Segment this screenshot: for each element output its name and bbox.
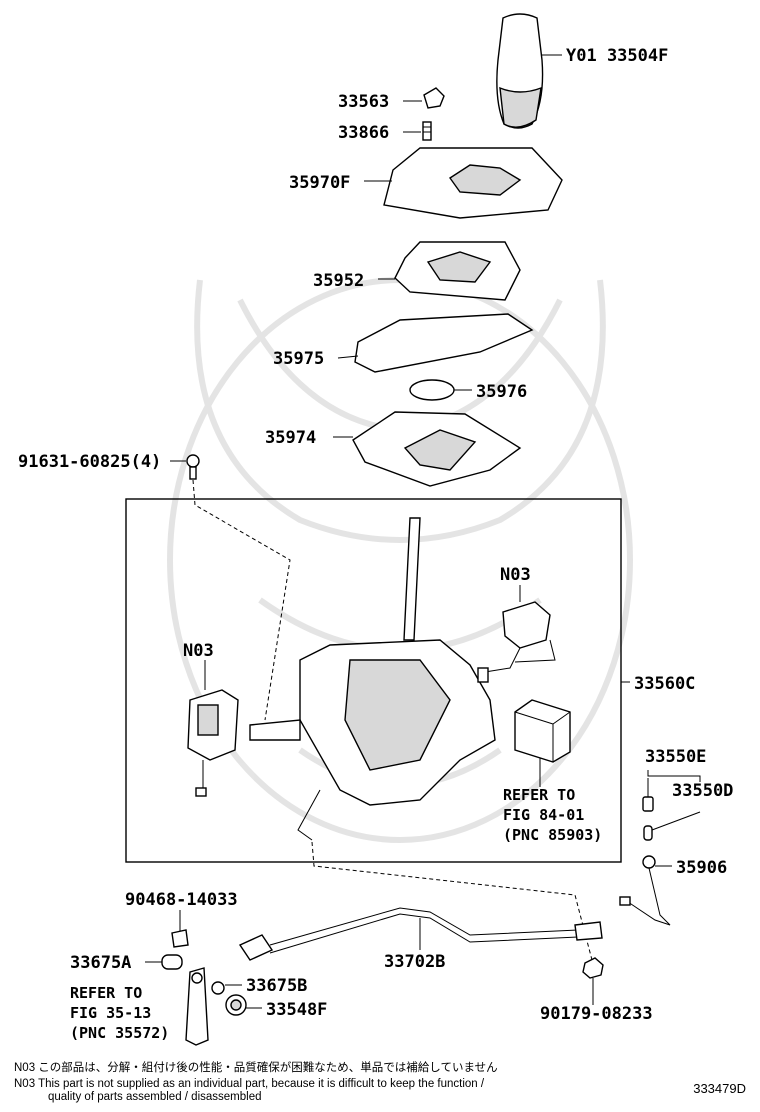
part-label: 33702B: [384, 952, 445, 972]
bushing-b[interactable]: [211, 981, 225, 995]
grommet[interactable]: [225, 994, 247, 1016]
cable[interactable]: [619, 855, 671, 926]
footnote-en-2: quality of parts assembled / disassemble…: [48, 1091, 262, 1103]
part-label: 33560C: [634, 674, 695, 694]
part-label: 90179-08233: [540, 1004, 653, 1024]
nut[interactable]: [582, 957, 604, 979]
ref-line: REFER TO FIG 84-01 (PNC 85903): [503, 786, 602, 844]
shift-knob[interactable]: [496, 13, 544, 129]
part-label: 33548F: [266, 1000, 327, 1020]
shift-lock-solenoid[interactable]: [187, 689, 239, 797]
position-switch[interactable]: [477, 601, 556, 683]
bolt[interactable]: [186, 454, 200, 480]
part-label: 35970F: [289, 173, 350, 193]
part-label: 35975: [273, 349, 324, 369]
part-label: 33550D: [672, 781, 733, 801]
footnote-jp: N03 この部品は、分解・組付け後の性能・品質確保が困難なため、単品では補給して…: [14, 1062, 498, 1074]
part-label: 33550E: [645, 747, 706, 767]
bushing[interactable]: [642, 796, 654, 812]
part-label: 35976: [476, 382, 527, 402]
part-label: 33675B: [246, 976, 307, 996]
part-label: 33563: [338, 92, 389, 112]
part-label: 35952: [313, 271, 364, 291]
diagram-code: 333479D: [693, 1081, 746, 1096]
washer-plate[interactable]: [409, 379, 455, 401]
pin[interactable]: [643, 825, 653, 841]
part-label: Y01 33504F: [566, 46, 668, 66]
part-label: 90468-14033: [125, 890, 238, 910]
bushing-a[interactable]: [161, 954, 183, 970]
part-label: 35974: [265, 428, 316, 448]
control-module[interactable]: [514, 699, 571, 763]
clip[interactable]: [423, 87, 445, 109]
slide-plate[interactable]: [354, 313, 534, 373]
footnote-en-1: N03 This part is not supplied as an indi…: [14, 1078, 485, 1090]
part-label: 91631-60825(4): [18, 452, 161, 472]
indicator-housing[interactable]: [383, 147, 563, 219]
transmission-lever[interactable]: [185, 967, 209, 1046]
part-label: N03: [500, 565, 531, 585]
clip-small[interactable]: [171, 929, 189, 948]
part-label: 33675A: [70, 953, 131, 973]
shift-rod[interactable]: [238, 907, 603, 961]
shift-plate[interactable]: [394, 241, 521, 301]
spring[interactable]: [422, 121, 432, 141]
assembly-frame: [125, 498, 622, 863]
ref-line: REFER TO FIG 35-13 (PNC 35572): [70, 984, 169, 1042]
shift-guide[interactable]: [352, 411, 522, 487]
part-label: 35906: [676, 858, 727, 878]
shifter-assembly[interactable]: [249, 517, 496, 841]
part-label: N03: [183, 641, 214, 661]
part-label: 33866: [338, 123, 389, 143]
